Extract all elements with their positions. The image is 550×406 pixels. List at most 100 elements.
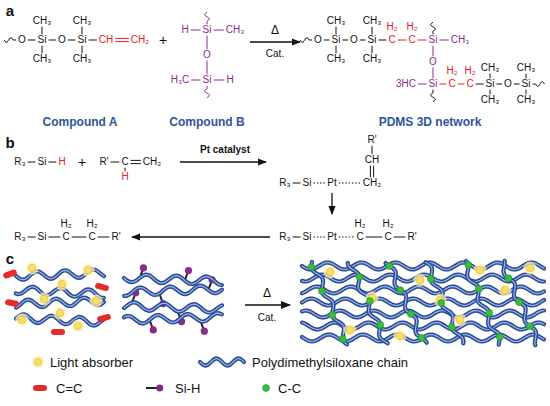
chain-continuation xyxy=(533,82,545,87)
chem-label: CH₃ xyxy=(226,25,245,35)
chem-label: H₂ xyxy=(354,219,365,229)
chem-label: C xyxy=(88,232,95,242)
chem-label: Compound A xyxy=(43,116,118,128)
light-absorber xyxy=(524,262,537,275)
chem-label: Si xyxy=(203,25,212,35)
chem-label: Si xyxy=(429,79,438,89)
light-absorber xyxy=(90,295,103,308)
chain-continuation xyxy=(205,86,210,98)
vinyl-group xyxy=(51,329,65,335)
light-absorber xyxy=(456,316,464,324)
chemical-bond xyxy=(366,237,383,238)
polymer-chain xyxy=(302,311,544,318)
chemical-bond xyxy=(360,40,366,41)
legend-text: Si-H xyxy=(175,382,200,395)
chemical-bond xyxy=(398,40,407,41)
light-absorber xyxy=(526,264,534,272)
chem-label: R₃ xyxy=(14,157,25,167)
polymer-chain xyxy=(200,359,244,366)
chem-label: O xyxy=(350,35,358,45)
chem-label: Si xyxy=(38,232,47,242)
crosslink xyxy=(475,285,482,292)
polymer-chain xyxy=(302,335,544,342)
crosslink xyxy=(377,322,384,329)
chem-label: H₂ xyxy=(86,219,97,229)
chem-label: Si xyxy=(429,35,438,45)
polymer-chain xyxy=(124,313,222,323)
chem-label: PDMS 3D network xyxy=(379,116,482,128)
chem-label: C xyxy=(388,35,395,45)
chemical-bond xyxy=(131,160,141,161)
chem-label: O xyxy=(58,35,66,45)
chain-continuation xyxy=(431,22,436,34)
legend-text: Polydimethylsiloxane chain xyxy=(252,356,408,369)
reaction-arrow xyxy=(250,41,300,42)
chem-label: Si xyxy=(368,35,377,45)
chem-label: Si xyxy=(522,79,531,89)
light-absorber xyxy=(414,274,427,287)
legend-text: C-C xyxy=(278,382,301,395)
chem-label: c xyxy=(6,251,14,266)
polymer-chain xyxy=(124,302,222,312)
chem-label: O xyxy=(203,50,211,60)
polymer-chain xyxy=(124,275,222,285)
light-absorber xyxy=(38,293,51,306)
chem-label: H xyxy=(58,157,65,167)
chem-label: CH₃ xyxy=(73,54,92,64)
chemical-bond xyxy=(207,61,208,75)
chemical-bond xyxy=(313,236,325,237)
chemical-bond xyxy=(88,40,96,41)
chemical-bond xyxy=(98,237,110,238)
chem-label: + xyxy=(78,155,86,169)
reaction-arrow xyxy=(180,161,266,162)
chemical-bond xyxy=(125,168,126,172)
vinyl-group xyxy=(94,282,109,291)
chemical-bond xyxy=(490,90,491,95)
chem-label: CH₂ xyxy=(131,35,149,45)
chem-label: H₂ xyxy=(382,219,393,229)
chem-label: CH₂ xyxy=(363,178,381,188)
crosslink xyxy=(505,275,512,282)
polymer-chain xyxy=(302,263,544,270)
chemical-bond xyxy=(191,80,200,81)
light-absorber xyxy=(476,266,484,274)
chemical-bond xyxy=(439,40,448,41)
si-h-group xyxy=(150,326,157,333)
crosslink xyxy=(318,288,325,295)
chem-label: C xyxy=(384,232,391,242)
chem-label: Pt xyxy=(327,178,336,188)
polymer-chain xyxy=(311,262,347,344)
chain-continuation xyxy=(431,90,436,102)
chem-label: CH₃ xyxy=(327,54,346,64)
chem-label: Si xyxy=(486,79,495,89)
polymer-chain xyxy=(302,263,544,270)
chemical-bond xyxy=(418,84,427,85)
chemical-bond xyxy=(82,27,83,35)
chemical-bond xyxy=(42,46,43,54)
chem-label: Pt xyxy=(327,232,336,242)
chemical-bond xyxy=(339,236,355,237)
polymer-chain xyxy=(302,287,544,294)
chemical-bond xyxy=(433,68,434,79)
crosslink xyxy=(386,263,393,270)
chem-label: 3HC xyxy=(396,79,416,89)
polymer-chain xyxy=(124,313,222,323)
chem-label: H₂ xyxy=(464,66,475,76)
chemical-bond xyxy=(439,84,446,85)
vinyl-group xyxy=(5,299,20,307)
chem-label: CH₃ xyxy=(363,54,382,64)
chemical-bond xyxy=(68,40,76,41)
light-absorber xyxy=(40,295,48,303)
legend-text: C=C xyxy=(56,382,82,395)
chemical-bond xyxy=(378,40,386,41)
reaction-arrow xyxy=(132,236,270,237)
chemical-bond xyxy=(370,166,371,178)
chem-label: R' xyxy=(407,232,416,242)
chem-label: CH xyxy=(365,155,379,165)
chemical-bond xyxy=(476,84,484,85)
chem-label: H xyxy=(181,25,188,35)
crosslink xyxy=(526,323,533,330)
crosslink xyxy=(397,287,404,294)
crosslink xyxy=(418,335,425,342)
chem-label: CH₂ xyxy=(143,157,161,167)
